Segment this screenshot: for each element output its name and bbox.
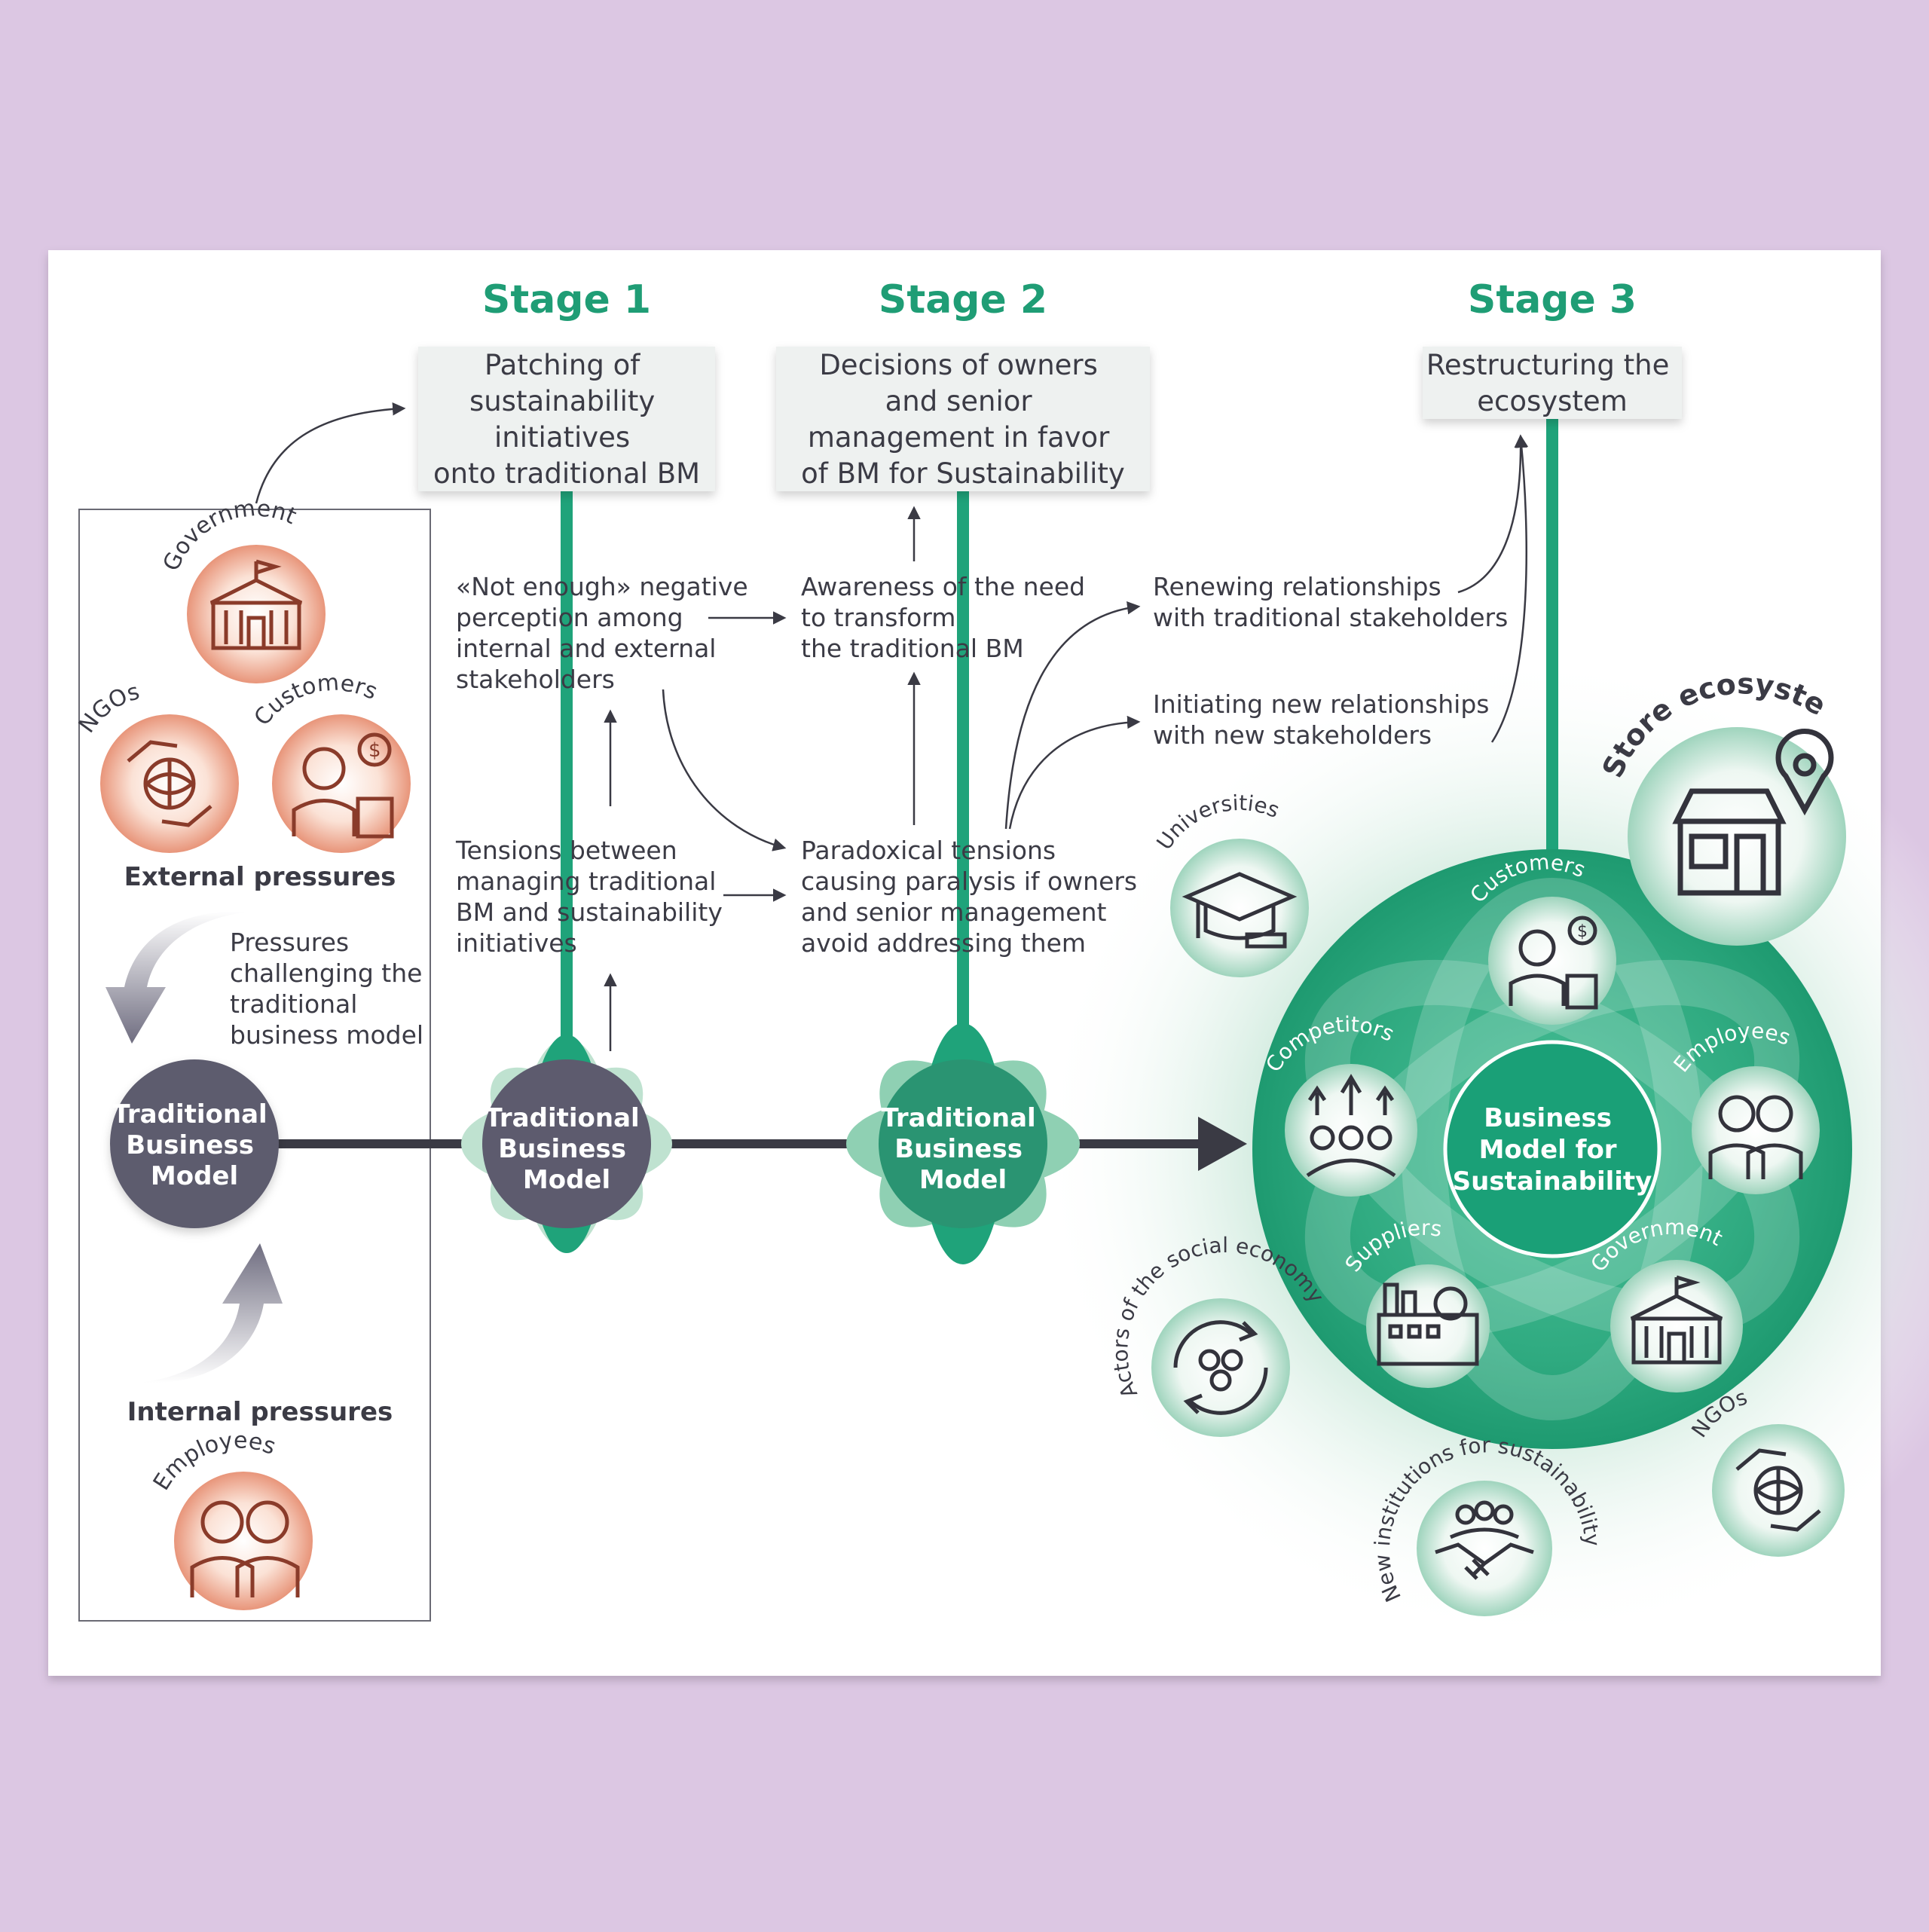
traditional-bm-label-2: Traditional Business Model	[881, 1103, 1044, 1195]
left-customers-circle	[272, 714, 411, 853]
internal-pressures-label: Internal pressures	[127, 1397, 393, 1427]
stage3-note-initiating: Initiating new relationships with new st…	[1153, 689, 1497, 750]
stage2-box	[776, 347, 1150, 491]
employees-icon	[1708, 1095, 1803, 1179]
bm-sustainability-circle	[1443, 1040, 1662, 1258]
stage1-title: Stage 1	[482, 277, 651, 323]
stage2-header: Stage 2 Decisions of owners and senior m…	[776, 277, 1150, 491]
graduation-cap-icon	[1182, 872, 1298, 949]
pressures-text: Pressures challenging the traditional bu…	[230, 928, 430, 1050]
building-icon	[1630, 1275, 1723, 1365]
traditional-bm-label-1: Traditional Business Model	[485, 1103, 648, 1195]
stage3-box	[1423, 347, 1682, 419]
arrow-to-initiating	[1008, 715, 1141, 830]
stage3-title: Stage 3	[1468, 277, 1637, 323]
svg-text:$: $	[368, 739, 381, 762]
handshake-globe-icon	[1735, 1448, 1821, 1532]
eco-new-institutions-circle	[1417, 1481, 1552, 1616]
external-pressures-label: External pressures	[124, 862, 396, 892]
stage2-box-text: Decisions of owners and senior managemen…	[801, 349, 1125, 490]
eco-customers-circle	[1488, 897, 1616, 1025]
store-icon	[1672, 729, 1834, 896]
customer-icon: $	[1509, 916, 1598, 1010]
stage2-title: Stage 2	[879, 277, 1047, 323]
employees-icon	[190, 1500, 300, 1597]
handshake-icon	[1435, 1500, 1534, 1580]
eco-social-economy-circle	[1151, 1298, 1290, 1437]
stage1-box	[418, 347, 715, 491]
pressure-arrow-up	[139, 1243, 283, 1383]
stage1-header: Stage 1 Patching of sustainability initi…	[418, 277, 715, 491]
arrow-renewing-to-stage3	[1457, 434, 1527, 594]
competitors-icon	[1306, 1074, 1396, 1178]
stage1-box-text: Patching of sustainability initiatives o…	[433, 349, 700, 490]
traditional-bm-node-0: Traditional Business Model	[110, 1059, 279, 1228]
pressure-arrow-down	[105, 911, 249, 1044]
bm-sustainability-node: Business Model for Sustainability	[1443, 1040, 1662, 1258]
stage2-note-paradoxical: Paradoxical tensions causing paralysis i…	[801, 836, 1145, 958]
pressures-panel	[78, 509, 431, 1622]
stage1-note-tensions: Tensions between managing traditional BM…	[455, 836, 730, 958]
traditional-bm-node-1: Traditional Business Model	[461, 1035, 672, 1253]
main-axis-arrowhead	[1198, 1117, 1247, 1171]
traditional-bm-circle-1	[482, 1059, 651, 1228]
traditional-bm-node-2: Traditional Business Model	[846, 1023, 1080, 1264]
stage3-box-text: Restructuring the ecosystem	[1426, 349, 1678, 417]
cycle-people-icon	[1173, 1320, 1268, 1415]
eco-employees-circle	[1692, 1066, 1820, 1194]
arrow-initiating-to-stage3	[1490, 434, 1529, 743]
factory-icon	[1377, 1282, 1479, 1366]
connector-arrows	[255, 402, 1529, 1051]
eco-government: Government	[1585, 1215, 1743, 1392]
eco-universities-circle	[1170, 839, 1309, 977]
building-icon	[209, 559, 303, 650]
stage2-note-awareness: Awareness of the need to transform the t…	[801, 572, 1093, 663]
stage3-note-renewing: Renewing relationships with traditional …	[1153, 572, 1508, 632]
traditional-bm-circle-2	[879, 1059, 1047, 1228]
traditional-bm-circle-0	[110, 1059, 279, 1228]
bm-sustainability-label: Business Model for Sustainability	[1453, 1103, 1652, 1197]
svg-text:$: $	[1577, 922, 1588, 941]
handshake-globe-icon	[127, 740, 212, 827]
arrow-notenough-to-paradoxical	[662, 689, 787, 851]
stage3-header: Stage 3 Restructuring the ecosystem	[1423, 277, 1682, 419]
stage1-note-not-enough: «Not enough» negative perception among i…	[456, 572, 756, 694]
eco-government-circle	[1610, 1260, 1743, 1392]
left-employees-circle	[174, 1472, 313, 1610]
traditional-bm-label-0: Traditional Business Model	[112, 1099, 276, 1191]
customer-icon: $	[292, 732, 394, 839]
arrow-to-stage1	[255, 402, 406, 504]
arrow-to-renewing	[1004, 601, 1141, 830]
